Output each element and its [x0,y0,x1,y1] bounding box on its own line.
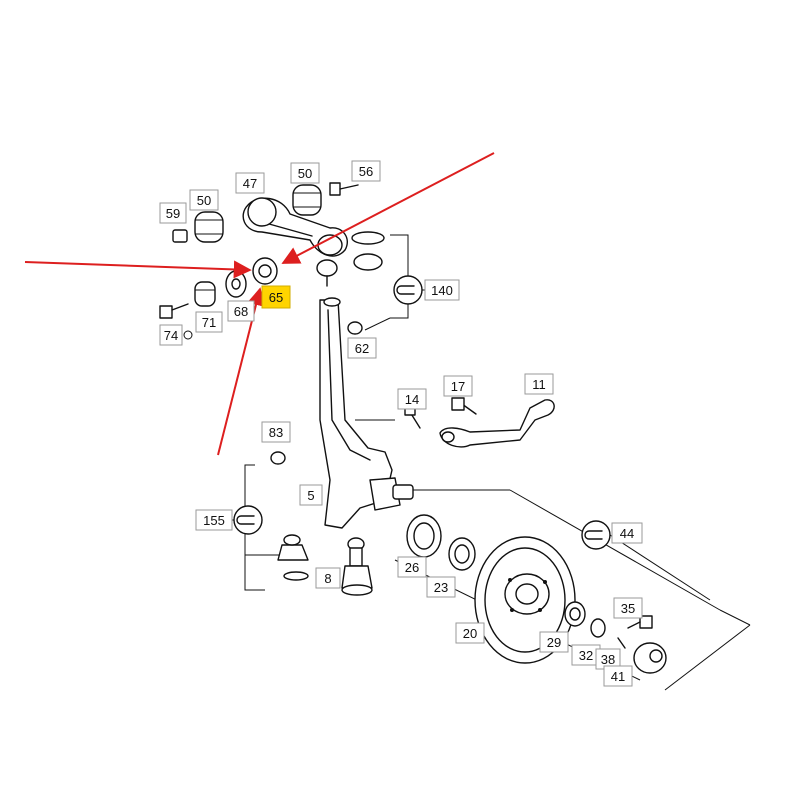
callout-50a: 50 [290,162,320,184]
callout-23: 23 [426,576,456,598]
hub-cap-41 [633,642,667,674]
svg-text:35: 35 [621,601,635,616]
callout-20: 20 [455,622,485,644]
arrow-left [24,260,252,279]
callout-65-highlighted: 65 [261,285,291,309]
svg-text:44: 44 [620,526,634,541]
svg-text:29: 29 [547,635,561,650]
callout-50b: 50 [189,189,219,211]
svg-text:71: 71 [202,315,216,330]
callout-68: 68 [227,300,255,322]
svg-text:65: 65 [269,290,283,305]
svg-text:14: 14 [405,392,419,407]
svg-text:62: 62 [355,341,369,356]
svg-text:26: 26 [405,560,419,575]
callout-44: 44 [611,522,643,544]
svg-text:41: 41 [611,669,625,684]
callout-59: 59 [159,202,187,224]
steering-knuckle [319,297,414,529]
rubber-boot [277,534,309,581]
svg-text:38: 38 [601,652,615,667]
svg-text:56: 56 [359,164,373,179]
callout-83: 83 [261,421,291,443]
bearing-29 [564,601,586,627]
rubber-bushing-50a [292,184,322,216]
callout-5: 5 [299,484,323,506]
nut-59 [172,229,188,243]
bushing-71 [194,281,216,307]
svg-text:8: 8 [324,571,331,586]
bolt-74 [159,303,189,319]
callout-11: 11 [524,373,554,395]
bolt-56 [329,182,359,196]
svg-text:23: 23 [434,580,448,595]
callout-71: 71 [195,311,223,333]
ball-joint-top [351,231,385,271]
wrench-icon [233,505,263,535]
ball-joint-8 [341,537,373,596]
seal-26 [406,514,442,558]
callout-140: 140 [424,279,460,301]
washer-68 [225,270,247,298]
svg-text:5: 5 [307,488,314,503]
callout-8: 8 [315,567,341,589]
arrow-top-right [281,152,495,264]
nut-83 [270,451,286,465]
svg-text:140: 140 [431,283,453,298]
svg-text:32: 32 [579,648,593,663]
pin-38 [617,637,626,649]
callout-155: 155 [195,509,233,531]
callout-56: 56 [351,160,381,182]
bolt-35 [627,615,653,629]
callout-29: 29 [539,631,569,653]
callout-62: 62 [347,337,377,359]
wrench-icon [393,275,423,305]
callouts: 47 50 56 59 50 140 74 71 68 65 62 14 17 … [159,160,643,687]
svg-text:47: 47 [243,176,257,191]
svg-text:20: 20 [463,626,477,641]
svg-text:155: 155 [203,513,225,528]
rubber-bushing-50b [194,211,224,243]
callout-26: 26 [397,556,427,578]
callout-35: 35 [613,597,643,619]
steering-arm [439,399,555,448]
svg-text:74: 74 [164,328,178,343]
svg-text:50: 50 [298,166,312,181]
callout-17: 17 [443,375,473,397]
nut-62 [347,321,363,335]
callout-14: 14 [397,388,427,410]
upper-control-arm [242,197,348,287]
washer-32 [590,618,606,638]
callout-41: 41 [603,665,633,687]
callout-47: 47 [235,172,265,194]
wrench-icon [581,520,611,550]
bolt-17 [451,397,477,415]
bearing-23 [448,537,476,571]
svg-text:11: 11 [532,377,546,392]
callout-74: 74 [159,324,193,346]
svg-text:68: 68 [234,304,248,319]
svg-text:83: 83 [269,425,283,440]
svg-text:17: 17 [451,379,465,394]
svg-text:59: 59 [166,206,180,221]
svg-text:50: 50 [197,193,211,208]
bushing-65 [252,257,278,285]
